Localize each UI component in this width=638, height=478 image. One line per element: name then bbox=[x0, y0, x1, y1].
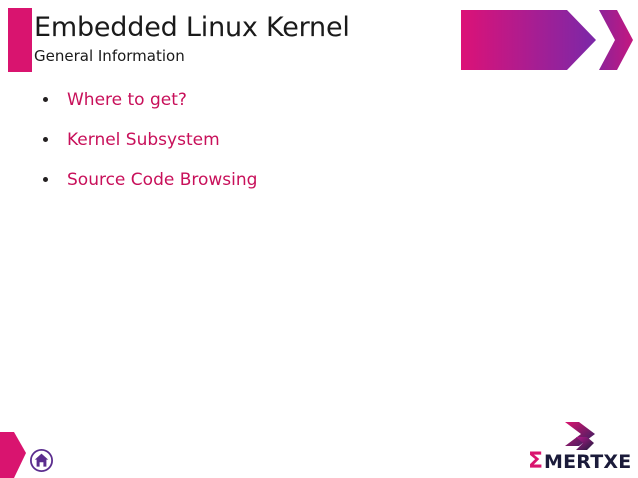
bullet-dot-icon bbox=[43, 97, 48, 102]
list-item[interactable]: Where to get? bbox=[40, 88, 560, 112]
brand-sigma-glyph: Σ bbox=[528, 449, 543, 473]
brand-wordmark: Σ MERTXE bbox=[528, 449, 634, 473]
list-item[interactable]: Kernel Subsystem bbox=[40, 128, 560, 152]
page-subtitle: General Information bbox=[34, 47, 185, 65]
bullet-dot-icon bbox=[43, 177, 48, 182]
brand-name-text: MERTXE bbox=[544, 451, 631, 473]
footer-left-arrow-icon bbox=[0, 432, 27, 478]
list-item-label: Kernel Subsystem bbox=[67, 130, 220, 150]
header-accent-bar bbox=[8, 8, 32, 72]
list-item-label: Source Code Browsing bbox=[67, 170, 258, 190]
header-chevron-banner-icon bbox=[459, 9, 635, 71]
brand-chevron-icon bbox=[560, 421, 602, 451]
title-block: Embedded Linux Kernel General Informatio… bbox=[34, 11, 454, 66]
home-icon bbox=[29, 448, 54, 473]
bullet-list: Where to get? Kernel Subsystem Source Co… bbox=[40, 88, 560, 208]
list-item[interactable]: Source Code Browsing bbox=[40, 168, 560, 192]
bullet-dot-icon bbox=[43, 137, 48, 142]
brand-logo: Σ MERTXE bbox=[528, 421, 634, 473]
home-button[interactable] bbox=[29, 448, 54, 473]
page-title: Embedded Linux Kernel bbox=[34, 12, 350, 43]
list-item-label: Where to get? bbox=[67, 90, 187, 110]
